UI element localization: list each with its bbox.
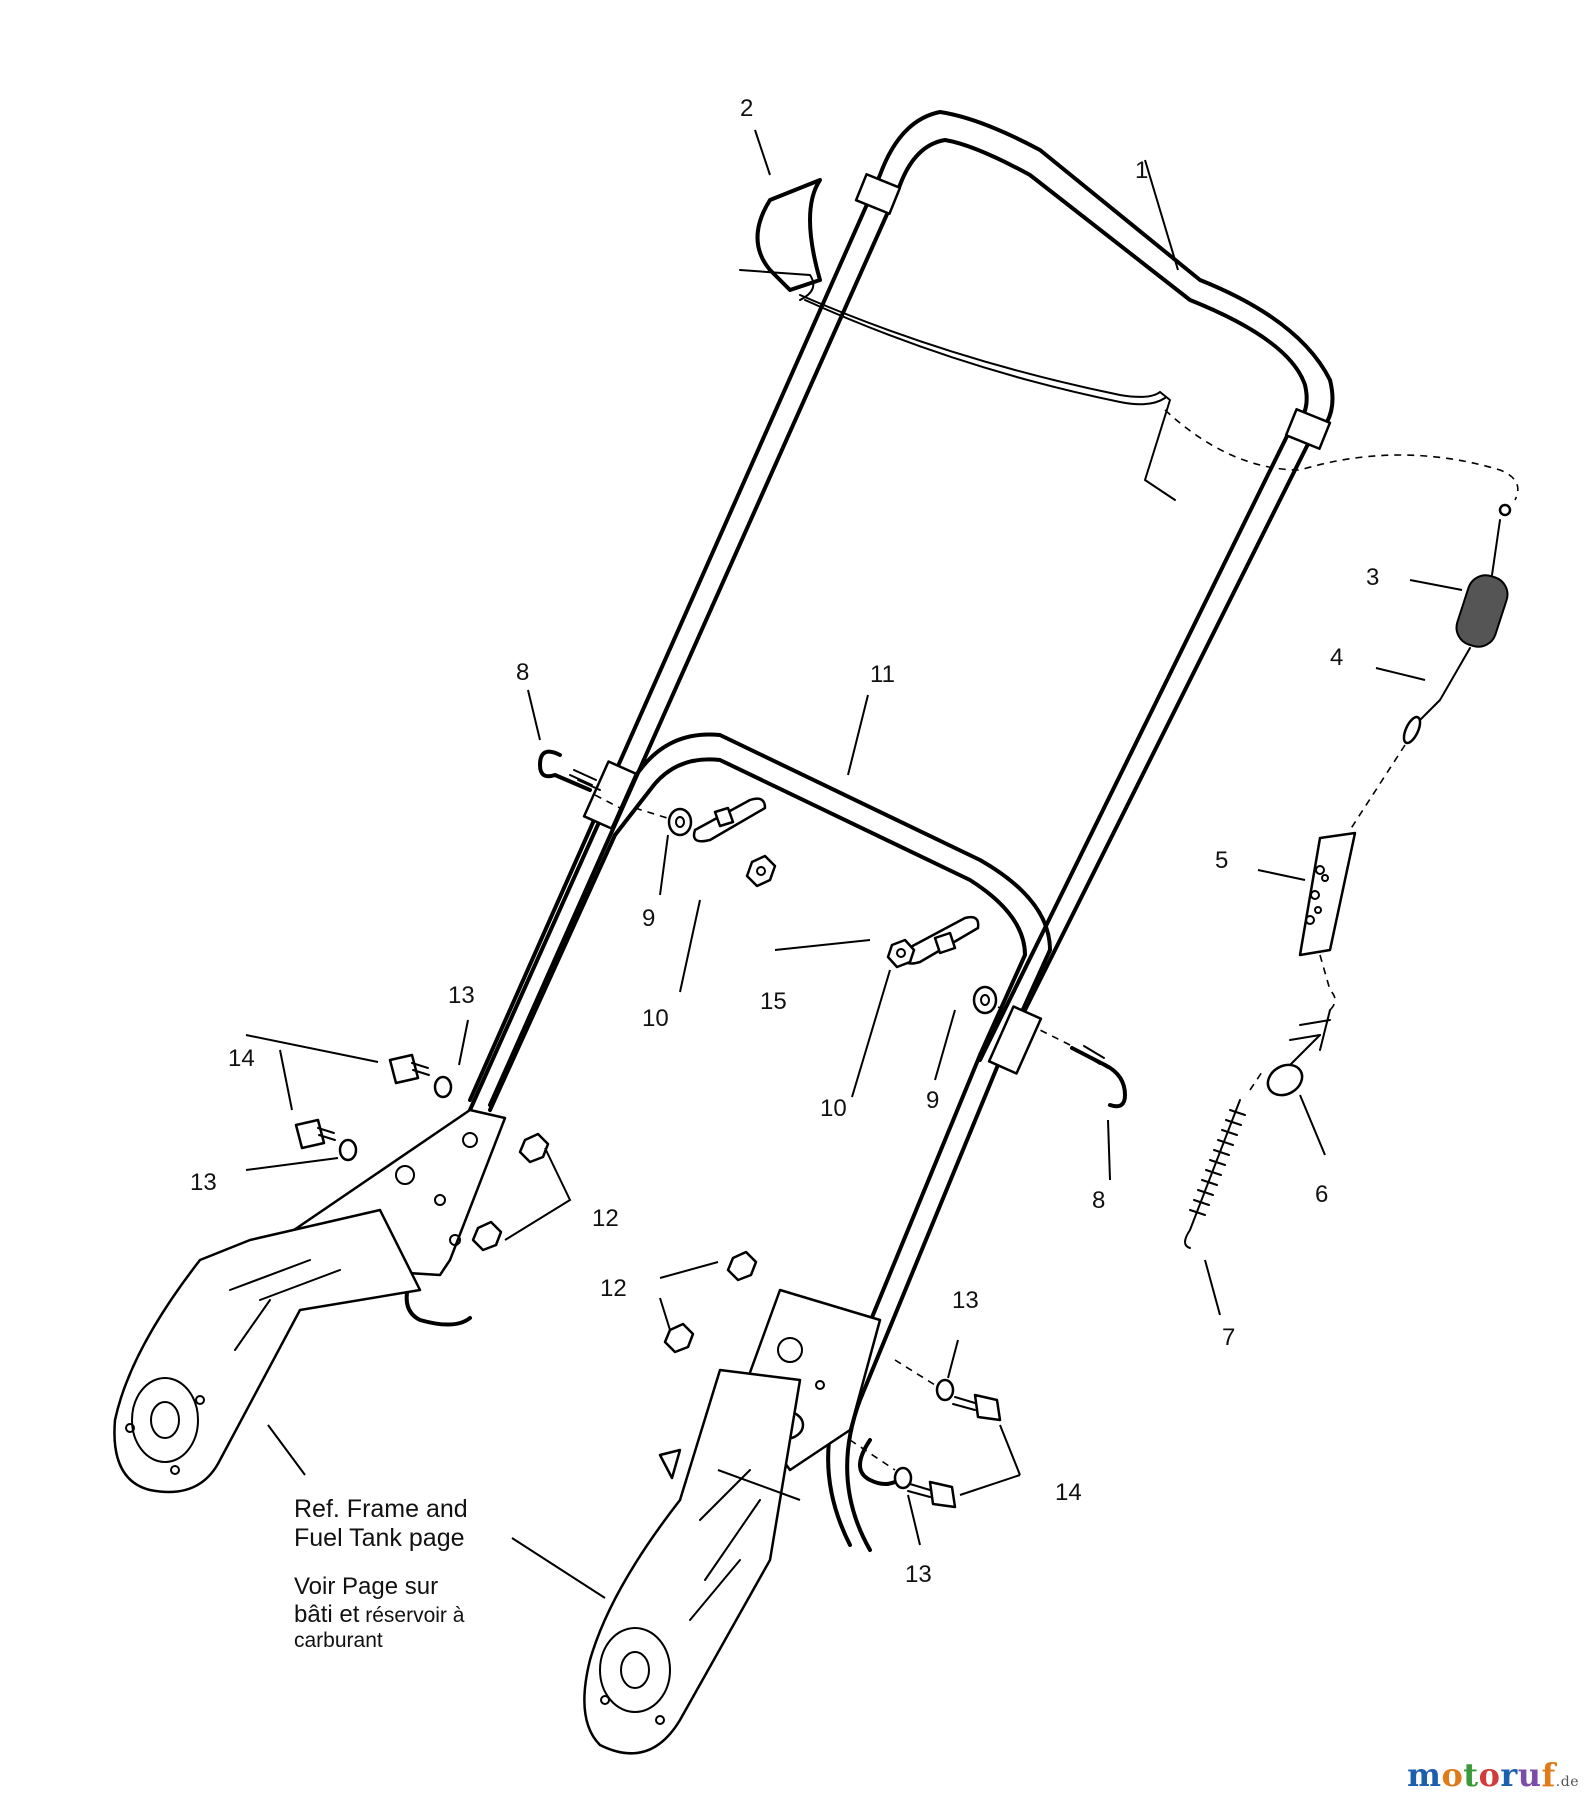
- nut-part-15-lower: [886, 938, 916, 969]
- control-bail-part-2: [739, 178, 1519, 501]
- leader-lines: [245, 129, 1463, 1599]
- reference-note-french-line-2: bâti et réservoir à: [294, 1601, 464, 1629]
- callout-9-right: 9: [926, 1087, 939, 1114]
- left-frame-arm: [113, 1208, 422, 1494]
- washer-part-9-right: [972, 985, 998, 1015]
- callout-9-left: 9: [642, 905, 655, 932]
- knob-part-10-left: [634, 797, 767, 843]
- reference-note-english-line-1: Ref. Frame and: [294, 1495, 468, 1523]
- callout-10-right: 10: [820, 1095, 847, 1122]
- watermark-letter: u: [1517, 1756, 1542, 1794]
- callout-2: 2: [740, 95, 753, 122]
- callout-12-left: 12: [592, 1205, 619, 1232]
- callout-13-lower-right: 13: [905, 1561, 932, 1588]
- left-bolts-part-14: [294, 1053, 550, 1252]
- callout-6: 6: [1315, 1181, 1328, 1208]
- lower-handle-part-11: [438, 732, 1052, 1552]
- callout-11: 11: [870, 661, 895, 688]
- watermark-letter: r: [1500, 1756, 1518, 1794]
- watermark-letter: o: [1478, 1756, 1501, 1794]
- cable-end-part-4: [1349, 647, 1471, 831]
- callout-10-left: 10: [642, 1005, 669, 1032]
- callout-14-left: 14: [228, 1045, 255, 1072]
- watermark-letter: f: [1541, 1756, 1556, 1794]
- callout-13-upper-right: 13: [952, 1287, 979, 1314]
- watermark-letter: o: [1441, 1756, 1464, 1794]
- callout-12-right: 12: [600, 1275, 627, 1302]
- callout-3: 3: [1366, 564, 1379, 591]
- callout-14-right: 14: [1055, 1479, 1082, 1506]
- callout-4: 4: [1330, 644, 1343, 671]
- callout-8-left: 8: [516, 659, 529, 686]
- callout-13-upper-left: 13: [448, 982, 475, 1009]
- spring-cover-part-3: [1455, 503, 1512, 648]
- spring-part-7: [1184, 1071, 1263, 1249]
- watermark-letter: t: [1463, 1756, 1479, 1794]
- callout-labels: 2 1 3 4 5 6 7 8 8 9 9 10 10 11 12 12 13 …: [190, 95, 1379, 1588]
- callout-1: 1: [1135, 157, 1148, 184]
- plate-part-5: [1298, 831, 1357, 1051]
- callout-5: 5: [1215, 847, 1228, 874]
- right-frame-arm: [583, 1368, 802, 1755]
- watermark-logo: motoruf.de: [1407, 1756, 1579, 1794]
- callout-7: 7: [1222, 1324, 1235, 1351]
- reference-note-french-line-2b: réservoir à: [359, 1603, 465, 1627]
- reference-note-english: Ref. Frame and Fuel Tank page: [294, 1495, 468, 1553]
- upper-handle-part-1: [468, 110, 1335, 1107]
- reference-note-english-line-2: Fuel Tank page: [294, 1524, 465, 1552]
- callout-8-right: 8: [1092, 1187, 1105, 1214]
- reference-note-french-line-1: Voir Page sur: [294, 1573, 439, 1600]
- reference-note-french: Voir Page sur bâti et réservoir à carbur…: [294, 1573, 464, 1653]
- watermark-letter: m: [1407, 1756, 1442, 1794]
- j-bolt-part-8-right: [1039, 1029, 1127, 1109]
- reference-note-french-line-2a: bâti et: [294, 1600, 360, 1628]
- callout-15: 15: [760, 988, 787, 1015]
- j-bolt-part-8-left: [538, 749, 621, 809]
- watermark-tld: .de: [1555, 1774, 1579, 1790]
- nut-part-15-upper: [745, 854, 777, 888]
- right-bolts-part-14: [663, 1250, 1002, 1509]
- reference-note-french-line-3: carburant: [294, 1628, 383, 1652]
- washer-part-9-left: [667, 807, 693, 837]
- watermark-letters: motoruf: [1407, 1756, 1556, 1794]
- eyelet-part-6: [1266, 1019, 1331, 1097]
- callout-13-lower-left: 13: [190, 1169, 217, 1196]
